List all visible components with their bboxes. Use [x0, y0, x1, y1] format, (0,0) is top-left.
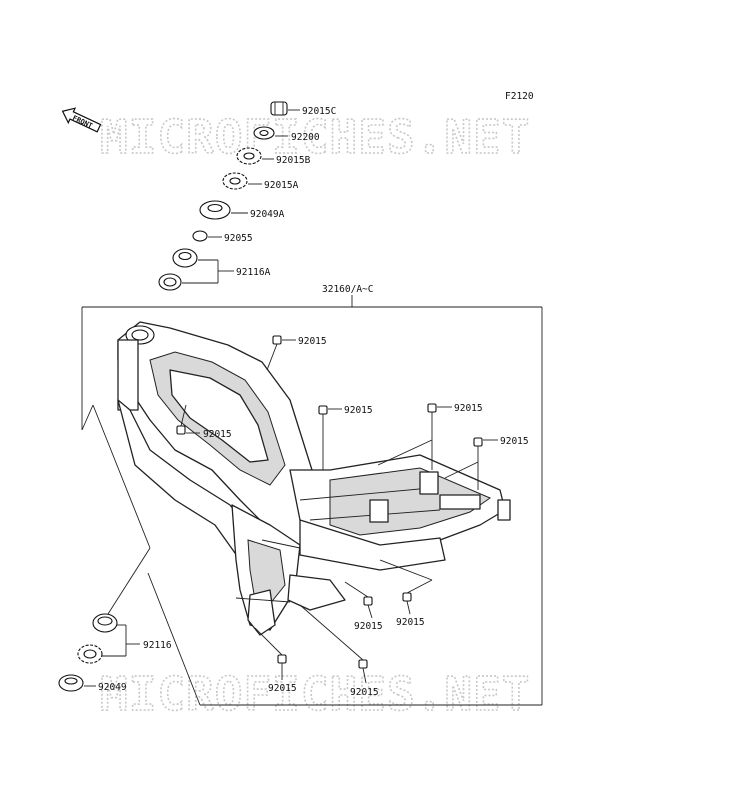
part-92015B[interactable]: 92015B [236, 147, 311, 166]
part-92015A[interactable]: 92015A [222, 172, 299, 191]
assembly-label: 32160/A~C [322, 284, 373, 295]
label-92015-left: 92015 [203, 429, 232, 440]
part-92116[interactable]: 92116 [77, 547, 172, 664]
part-92015C[interactable]: 92015C [270, 101, 336, 117]
bolt-92015-bottom-a[interactable]: 92015 [254, 627, 297, 694]
label-92015-bottom-b: 92015 [350, 687, 379, 698]
bolt-92015-left[interactable]: 92015 [176, 404, 232, 440]
part-92116A[interactable]: 92116A [158, 248, 271, 291]
label-92055: 92055 [224, 233, 253, 244]
label-92200: 92200 [291, 132, 320, 143]
watermark-top: MICROFICHES.NET [100, 110, 530, 164]
bolt-92015-rear-b[interactable]: 92015 [444, 436, 529, 490]
label-92015-lower-a: 92015 [354, 621, 383, 632]
watermark-bottom: MICROFICHES.NET [100, 667, 530, 721]
bolt-92015-lower-a[interactable]: 92015 [344, 581, 383, 632]
assembly-bracket: 32160/A~C [81, 284, 543, 706]
part-92200[interactable]: 92200 [253, 126, 320, 143]
part-92055[interactable]: 92055 [192, 230, 253, 244]
label-92116: 92116 [143, 640, 172, 651]
bolt-92015-top[interactable]: 92015 [266, 335, 327, 371]
label-92015-rear-a: 92015 [454, 403, 483, 414]
label-92049A: 92049A [250, 209, 285, 220]
bolt-92015-lower-b[interactable]: 92015 [379, 559, 433, 628]
label-92015-rear-b: 92015 [500, 436, 529, 447]
motorcycle-frame[interactable] [117, 321, 511, 636]
label-92116A: 92116A [236, 267, 271, 278]
bolt-92015-bottom-b[interactable]: 92015 [299, 604, 379, 698]
front-arrow-icon: FRONT [61, 107, 102, 133]
leader-line-headtube [92, 404, 151, 549]
bolt-92015-mid[interactable]: 92015 [318, 405, 373, 470]
bolt-92015-rear-a[interactable]: 92015 [377, 403, 483, 470]
part-92049[interactable]: 92049 [58, 674, 127, 693]
label-92015A: 92015A [264, 180, 299, 191]
label-92015-top: 92015 [298, 336, 327, 347]
label-92049: 92049 [98, 682, 127, 693]
label-92015-lower-b: 92015 [396, 617, 425, 628]
label-92015-bottom-a: 92015 [268, 683, 297, 694]
figure-code: F2120 [505, 91, 534, 102]
label-92015B: 92015B [276, 155, 311, 166]
label-92015C: 92015C [302, 106, 336, 117]
label-92015-mid: 92015 [344, 405, 373, 416]
part-92049A[interactable]: 92049A [199, 200, 285, 220]
